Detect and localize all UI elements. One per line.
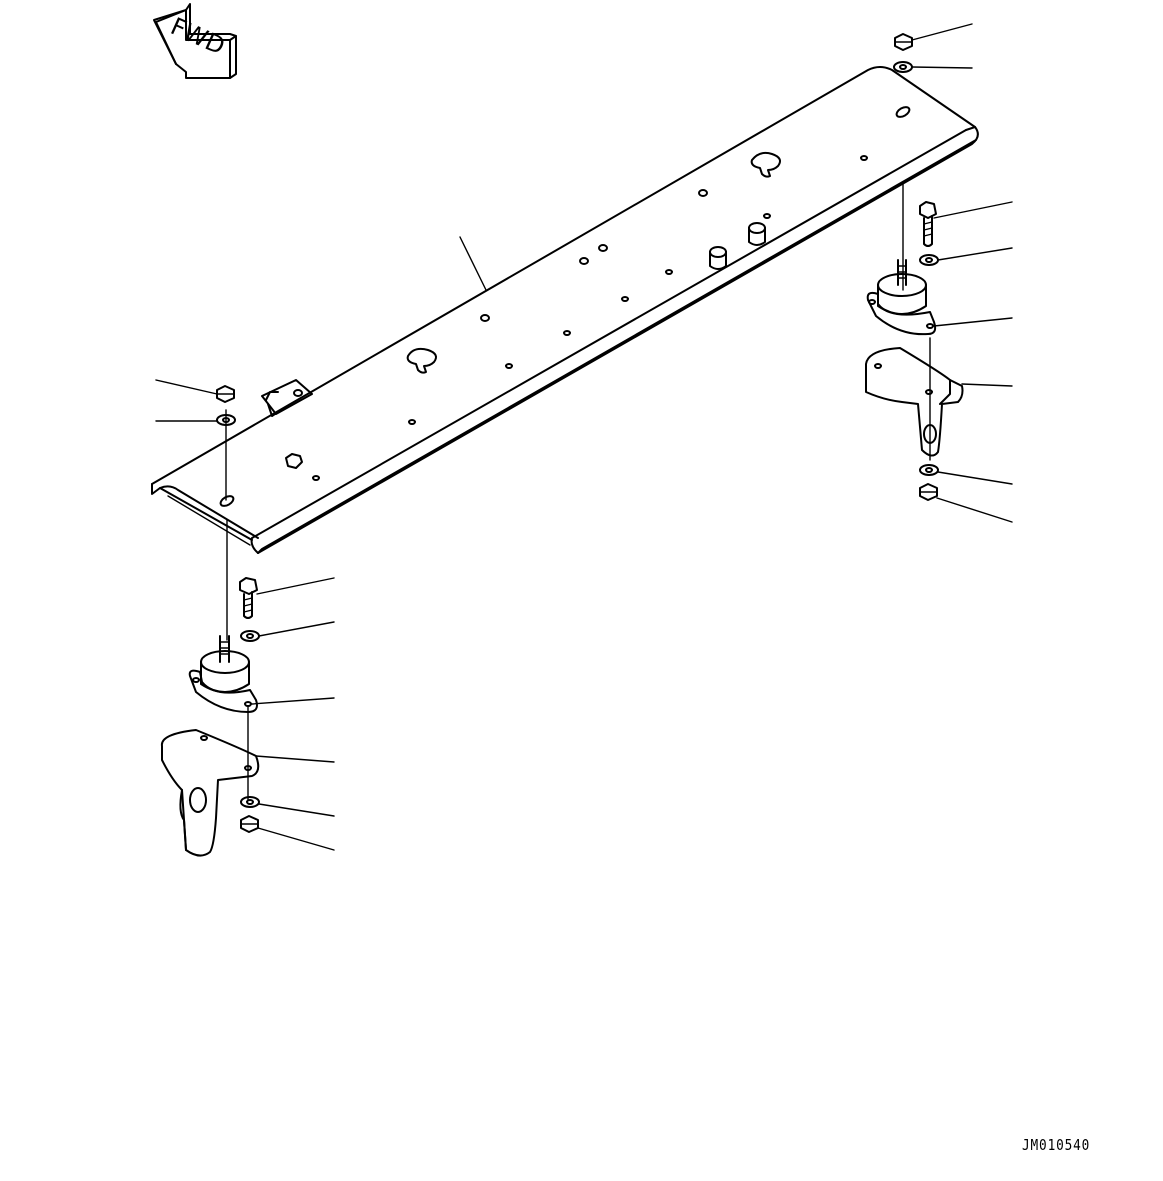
washer-icon: [216, 414, 236, 426]
bracket-icon: [865, 347, 964, 457]
washer-icon: [240, 630, 260, 642]
washer-icon: [919, 464, 939, 476]
nut-icon: [240, 815, 259, 833]
nut-icon: [216, 385, 235, 403]
washer-icon: [240, 796, 260, 808]
rubber-mount-icon: [866, 259, 937, 336]
nut-icon: [919, 483, 938, 501]
washer-icon: [919, 254, 939, 266]
forward-arrow-icon: FWD: [153, 3, 237, 79]
bolt-icon: [239, 577, 258, 619]
rubber-mount-icon: [188, 635, 258, 713]
drawing-code: JM010540: [1022, 1136, 1091, 1154]
leader-plate: [459, 236, 487, 291]
nut-icon: [894, 33, 913, 51]
bolt-icon: [919, 201, 937, 247]
washer-icon: [893, 61, 913, 73]
fwd-label: FWD: [166, 12, 229, 60]
cover-plate-icon: [151, 66, 979, 554]
bracket-icon: [160, 729, 260, 857]
